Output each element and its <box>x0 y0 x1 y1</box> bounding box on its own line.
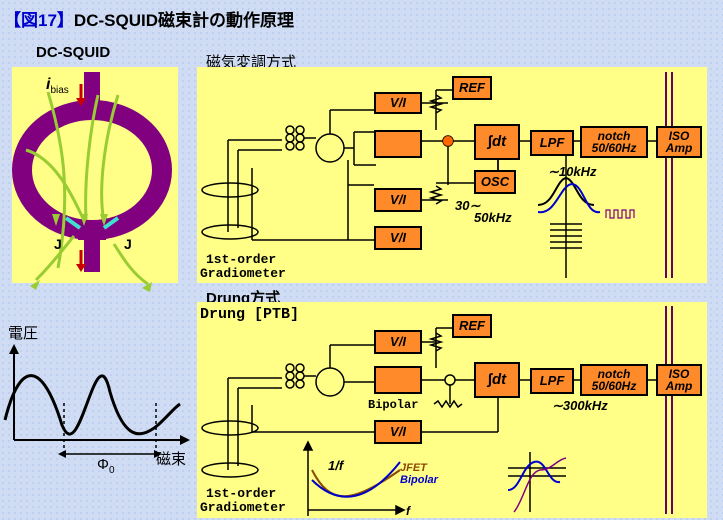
vphi-ylabel: 電圧 <box>8 325 39 342</box>
fm-gradiometer-label-a: 1st-order <box>206 252 277 267</box>
drung-vi-block-1: V/I <box>374 330 422 354</box>
drung-notch-block: notch 50/60Hz <box>580 364 648 396</box>
fm-iso-block: ISO Amp <box>656 126 702 158</box>
junction-right-label: J <box>124 236 132 252</box>
drung-legend-jfet: JFET <box>400 462 427 474</box>
fm-vi-block-2: V/I <box>374 188 422 212</box>
fm-preamp-block <box>374 130 422 158</box>
junction-left-label: J <box>54 236 62 252</box>
fm-vi-block-3: V/I <box>374 226 422 250</box>
fm-osc-range-b: 50kHz <box>474 210 512 225</box>
fm-gradiometer-label-b: Gradiometer <box>200 266 286 281</box>
drung-bandwidth-label: ∼300kHz <box>552 398 608 413</box>
vphi-xlabel: 磁束 <box>156 451 187 468</box>
drung-faxis-label: f <box>406 504 410 518</box>
fm-osc-block: OSC <box>474 170 516 194</box>
drung-gradiometer-label-a: 1st-order <box>206 486 277 501</box>
drung-lpf-block: LPF <box>530 368 574 394</box>
drung-panel <box>197 302 707 518</box>
ibias-label: ibias <box>46 76 69 97</box>
drung-integrator-block: ∫dt <box>474 362 520 398</box>
fm-ref-block: REF <box>452 76 492 100</box>
fm-heading: 磁気変調方式 <box>206 54 297 71</box>
drung-bipolar-label: Bipolar <box>368 398 419 412</box>
drung-gradiometer-label-b: Gradiometer <box>200 500 286 515</box>
phi0-label: Φ0 <box>97 456 115 476</box>
fm-panel <box>197 67 707 283</box>
fm-integrator-block: ∫dt <box>474 124 520 160</box>
squid-label: DC-SQUID <box>36 44 111 61</box>
fm-vi-block-1: V/I <box>374 92 422 114</box>
drung-subtitle: Drung [PTB] <box>200 306 300 323</box>
fm-lpf-block: LPF <box>530 130 574 156</box>
fm-freq-label: ∼10kHz <box>548 164 597 179</box>
drung-noise-label: 1/f <box>328 458 344 473</box>
drung-ref-block: REF <box>452 314 492 338</box>
drung-legend-bipolar: Bipolar <box>400 474 438 486</box>
fm-osc-range-a: 30∼ <box>455 198 481 213</box>
drung-iso-block: ISO Amp <box>656 364 702 396</box>
fm-notch-block: notch 50/60Hz <box>580 126 648 158</box>
drung-vi-block-2: V/I <box>374 420 422 444</box>
drung-preamp-block <box>374 366 422 394</box>
page-title: 【図17】DC-SQUID磁束計の動作原理 <box>4 11 294 30</box>
